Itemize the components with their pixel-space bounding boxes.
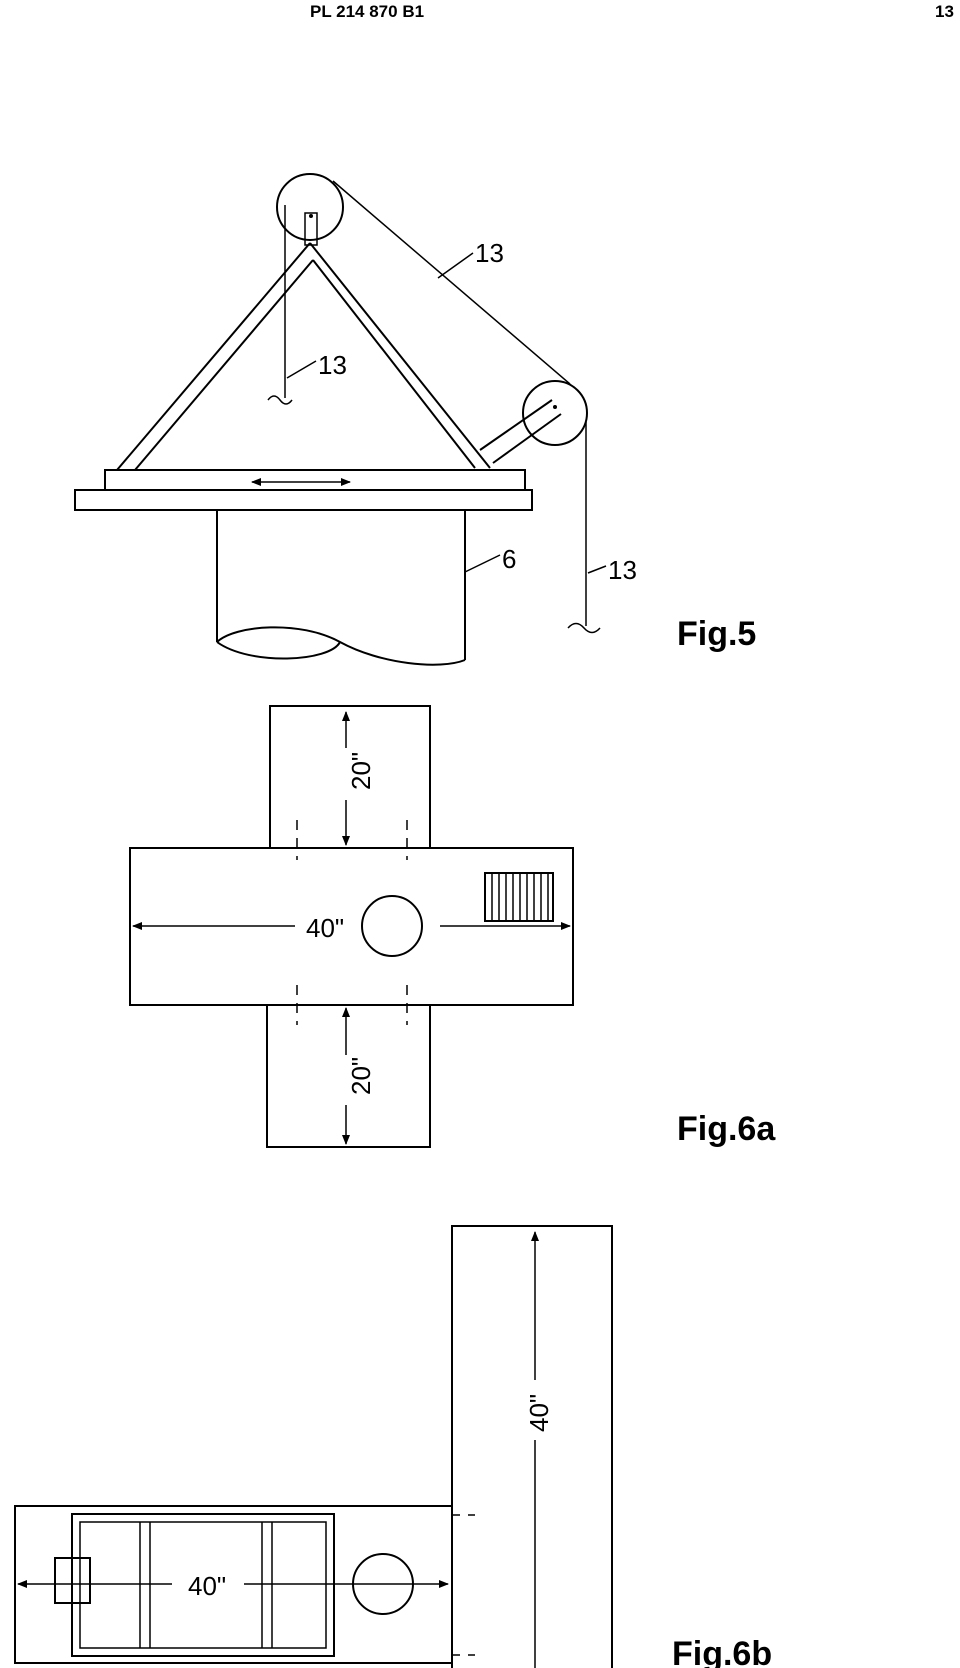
dim-width: 40" (306, 913, 344, 943)
dim-horizontal: 40" (188, 1571, 226, 1601)
top-pulley (276, 173, 344, 241)
rope-13 (267, 180, 601, 634)
slide-plate (104, 469, 526, 491)
figure-5: 13 13 13 6 Fig.5 (74, 173, 756, 666)
right-pulley (522, 380, 588, 446)
fig6b-label: Fig.6b (672, 1635, 772, 1668)
vertical-beam (451, 1225, 613, 1668)
page-number: 13 (935, 2, 954, 21)
ref-rope-mid: 13 (318, 350, 347, 380)
hinge-marks-6b (452, 1514, 475, 1656)
a-frame (116, 242, 562, 471)
ref-rope-right: 13 (608, 555, 637, 585)
dim-top: 20" (346, 752, 376, 790)
fig6a-label: Fig.6a (677, 1110, 776, 1148)
carriage-stop-block (54, 1557, 91, 1604)
figure-6a: 20" 20" 40" Fig.6a (129, 705, 776, 1148)
carriage-inner (79, 1521, 327, 1649)
base-plate (74, 489, 533, 511)
ref-column: 6 (502, 544, 516, 574)
carriage-outer (71, 1513, 335, 1657)
column-6 (216, 510, 466, 666)
document-id: PL 214 870 B1 (310, 2, 425, 21)
fig5-label: Fig.5 (677, 615, 756, 653)
dim-bottom: 20" (346, 1057, 376, 1095)
dim-vertical: 40" (524, 1394, 554, 1432)
figure-6b: 40" 40" Fig.6b (14, 1225, 772, 1668)
ref-rope-top: 13 (475, 238, 504, 268)
center-hole (361, 895, 423, 957)
hinge-marks (296, 820, 408, 1025)
hatched-pad (484, 872, 554, 922)
